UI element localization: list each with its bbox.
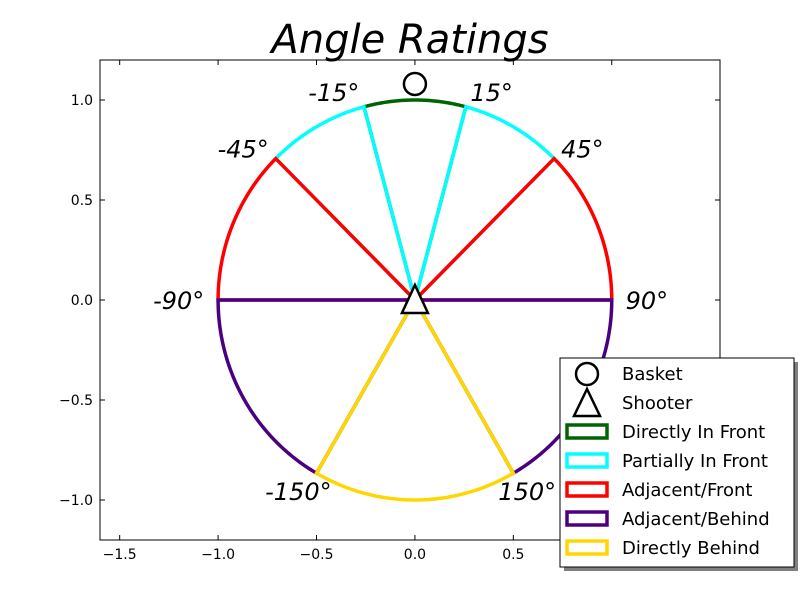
angle-label: -15° [308,79,359,107]
chart-title: Angle Ratings [268,17,548,63]
angle-label: 90° [626,287,669,315]
legend-shooter-marker [572,386,602,418]
sector-wedge [361,98,468,307]
sector-wedge [216,156,420,302]
legend-label: Directly In Front [622,422,765,443]
sector-wedge [410,156,614,302]
legend-swatch [565,452,609,469]
x-tick-label: −1.5 [103,547,137,563]
angle-label: -45° [218,136,269,164]
x-tick-label: −1.0 [201,547,235,563]
legend-swatch [565,539,609,556]
y-tick-label: −1.0 [59,493,93,509]
y-tick-label: 1.0 [71,93,93,109]
x-tick-label: −0.5 [300,547,334,563]
legend-swatch [565,510,609,527]
angle-label: 150° [498,478,556,506]
sector-wedge [273,104,419,306]
legend-label: Partially In Front [622,451,768,472]
legend-swatch [565,423,609,440]
sector-wedge [216,298,418,476]
basket-marker [402,71,428,97]
angle-label: -90° [153,287,204,315]
x-tick-label: 0.5 [502,547,524,563]
angle-label: 15° [470,79,513,107]
legend-swatch [565,481,609,498]
legend-box [559,357,795,568]
y-tick-label: 0.0 [71,293,93,309]
legend-label: Adjacent/Behind [622,509,770,530]
y-tick-label: 0.5 [71,193,93,209]
legend-label: Basket [622,364,683,385]
sector-wedge [314,296,516,502]
angle-label: 45° [561,136,604,164]
legend-basket-marker [574,361,600,387]
legend-label: Directly Behind [622,538,760,559]
sector-wedge [411,104,557,306]
shooter-marker [399,282,430,315]
legend-label: Adjacent/Front [622,480,752,501]
x-tick-label: 0.0 [404,547,426,563]
legend-label: Shooter [622,393,693,414]
y-tick-label: −0.5 [59,393,93,409]
angle-label: -150° [265,478,331,506]
